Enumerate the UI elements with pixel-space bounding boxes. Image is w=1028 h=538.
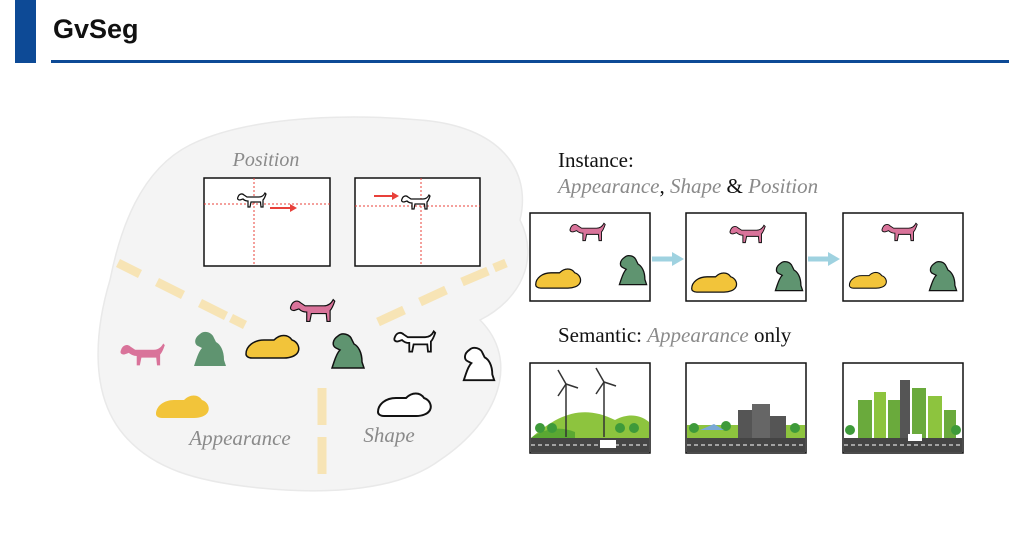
position-frame-1 xyxy=(204,178,330,266)
position-label: Position xyxy=(232,149,300,171)
instance-attr-position: Position xyxy=(747,174,818,198)
instance-arrow-1 xyxy=(652,252,684,266)
instance-attr-appearance: Appearance xyxy=(556,174,659,198)
appearance-label: Appearance xyxy=(187,426,290,450)
instance-arrow-2 xyxy=(808,252,840,266)
instance-attr-shape: Shape xyxy=(670,174,721,198)
semantic-scene-1 xyxy=(530,363,650,453)
instance-frame-2 xyxy=(686,213,806,301)
instance-frame-3 xyxy=(843,213,963,301)
background-blob xyxy=(98,117,528,491)
instance-attributes: Appearance, Shape & Position xyxy=(556,174,818,198)
semantic-heading: Semantic: Appearance only xyxy=(558,323,792,347)
position-frame-2 xyxy=(355,178,480,266)
semantic-scene-3 xyxy=(843,363,963,453)
instance-sep-2: & xyxy=(721,174,748,198)
semantic-scene-2 xyxy=(686,363,806,453)
instance-frame-1 xyxy=(530,213,650,301)
semantic-attr-appearance: Appearance xyxy=(645,323,748,347)
instance-heading: Instance: xyxy=(558,148,634,172)
shape-label: Shape xyxy=(363,423,414,447)
instance-sep-1: , xyxy=(659,174,670,198)
semantic-prefix: Semantic: xyxy=(558,323,647,347)
semantic-suffix: only xyxy=(749,323,792,347)
